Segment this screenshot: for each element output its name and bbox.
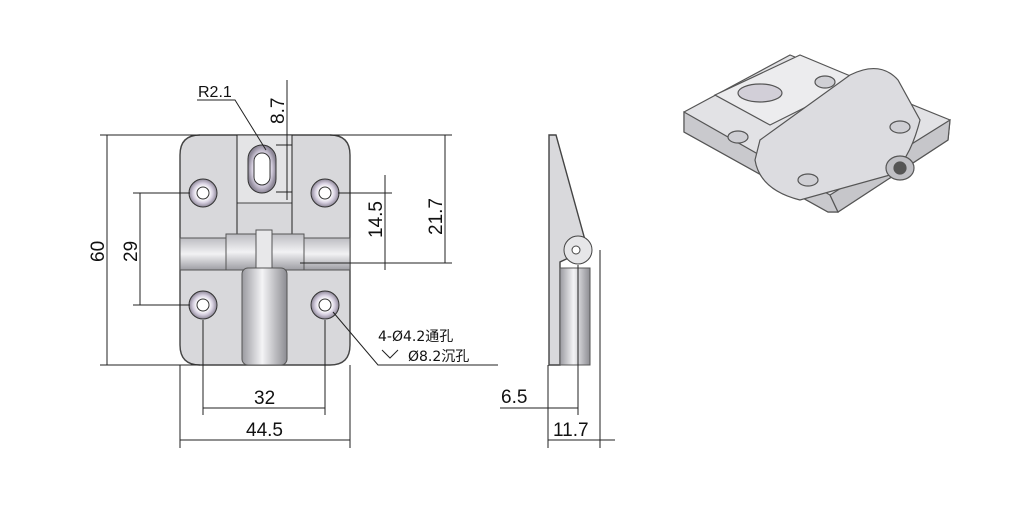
dim-pivot-offset: 6.5 (501, 387, 527, 408)
front-view: 60 29 14.5 21.7 8.7 R2.1 32 44.5 4-Ø4.2通… (88, 80, 498, 448)
dim-hole-spacing-horizontal: 32 (254, 388, 275, 409)
hinge-cylinder (241, 267, 288, 366)
dimension-lines (100, 80, 498, 448)
hole-note-countersink: Ø8.2沉孔 (408, 349, 469, 365)
isometric-view (683, 54, 951, 213)
slot-hole (247, 144, 277, 194)
mounting-holes (188, 178, 340, 320)
iso-hole (814, 75, 836, 89)
dim-slot-radius: R2.1 (198, 84, 232, 101)
countersink-symbol (381, 349, 399, 359)
dim-total-thickness: 11.7 (553, 420, 589, 441)
dim-hole-to-axis: 14.5 (366, 201, 387, 238)
iso-hole (727, 130, 749, 144)
hole-note-through: 4-Ø4.2通孔 (378, 329, 453, 345)
dim-width-total: 44.5 (246, 420, 283, 441)
dim-top-to-axis: 21.7 (426, 198, 447, 235)
side-cylinder (559, 267, 591, 366)
iso-slot (737, 83, 783, 103)
dim-slot-length: 8.7 (268, 98, 289, 124)
side-view: 6.5 11.7 (500, 134, 615, 448)
dim-hole-spacing-vertical: 29 (121, 241, 142, 262)
iso-hole (889, 120, 911, 134)
iso-hex-socket (893, 161, 907, 175)
dim-height-total: 60 (88, 241, 109, 262)
iso-hole (797, 173, 819, 187)
